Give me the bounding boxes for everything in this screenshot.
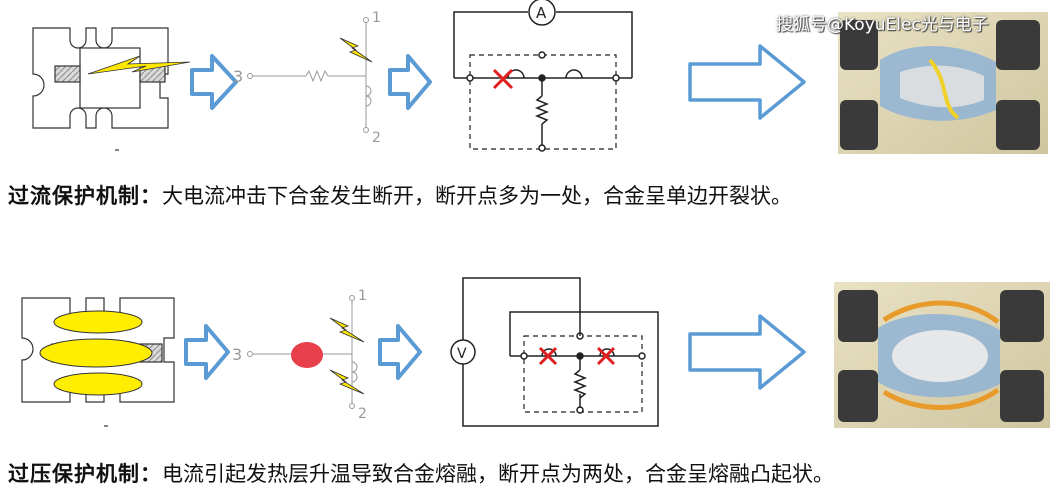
- overcurrent-caption: 过流保护机制：大电流冲击下合金发生断开，断开点多为一处，合金呈单边开裂状。: [8, 180, 792, 210]
- overvoltage-title: 过压保护机制：: [8, 461, 162, 486]
- voltmeter-icon: [450, 339, 476, 365]
- lightning-icon: [339, 37, 373, 63]
- overcurrent-title: 过流保护机制：: [8, 183, 162, 208]
- voltmeter-label: V: [457, 346, 467, 362]
- ammeter-circuit: [453, 11, 633, 152]
- break-x-icon: [492, 68, 514, 90]
- overcurrent-text: 大电流冲击下合金发生断开，断开点多为一处，合金呈单边开裂状。: [162, 184, 792, 208]
- overcurrent-photo: [838, 12, 1048, 154]
- hollow-arrow-icon: [378, 324, 422, 380]
- lightning-icon: [329, 317, 365, 343]
- overcurrent-component-outline: [32, 27, 169, 151]
- break-x-icon: [596, 346, 616, 366]
- hollow-arrow-icon: [688, 314, 806, 390]
- hollow-arrow-icon: [190, 54, 238, 110]
- lightning-icon: [329, 369, 365, 395]
- alloy-blob: [39, 310, 153, 396]
- lightning-icon: [87, 55, 191, 75]
- watermark: 搜狐号@KoyuElec光与电子: [776, 15, 989, 35]
- terminal-2-label: 2: [372, 130, 381, 146]
- hollow-arrow-icon: [688, 44, 806, 120]
- ammeter-icon: [528, 0, 556, 26]
- hollow-arrow-icon: [388, 54, 432, 110]
- ammeter-label: A: [536, 4, 547, 22]
- break-x-icon: [538, 346, 558, 366]
- terminal-3-label: 3: [233, 67, 243, 86]
- overvoltage-text: 电流引起发热层升温导致合金熔融，断开点为两处，合金呈熔融凸起状。: [162, 462, 834, 486]
- terminal-1-label: 1: [358, 288, 367, 304]
- overvoltage-caption: 过压保护机制：电流引起发热层升温导致合金熔融，断开点为两处，合金呈熔融凸起状。: [8, 458, 834, 488]
- overvoltage-photo: [834, 282, 1050, 428]
- terminal-3-label: 3: [232, 345, 242, 364]
- terminal-1-label: 1: [372, 10, 381, 26]
- voltmeter-circuit: [462, 277, 659, 427]
- terminal-2-label: 2: [358, 406, 367, 422]
- hollow-arrow-icon: [184, 324, 230, 380]
- overcurrent-symbol: [247, 17, 372, 133]
- heater-icon: [291, 342, 323, 368]
